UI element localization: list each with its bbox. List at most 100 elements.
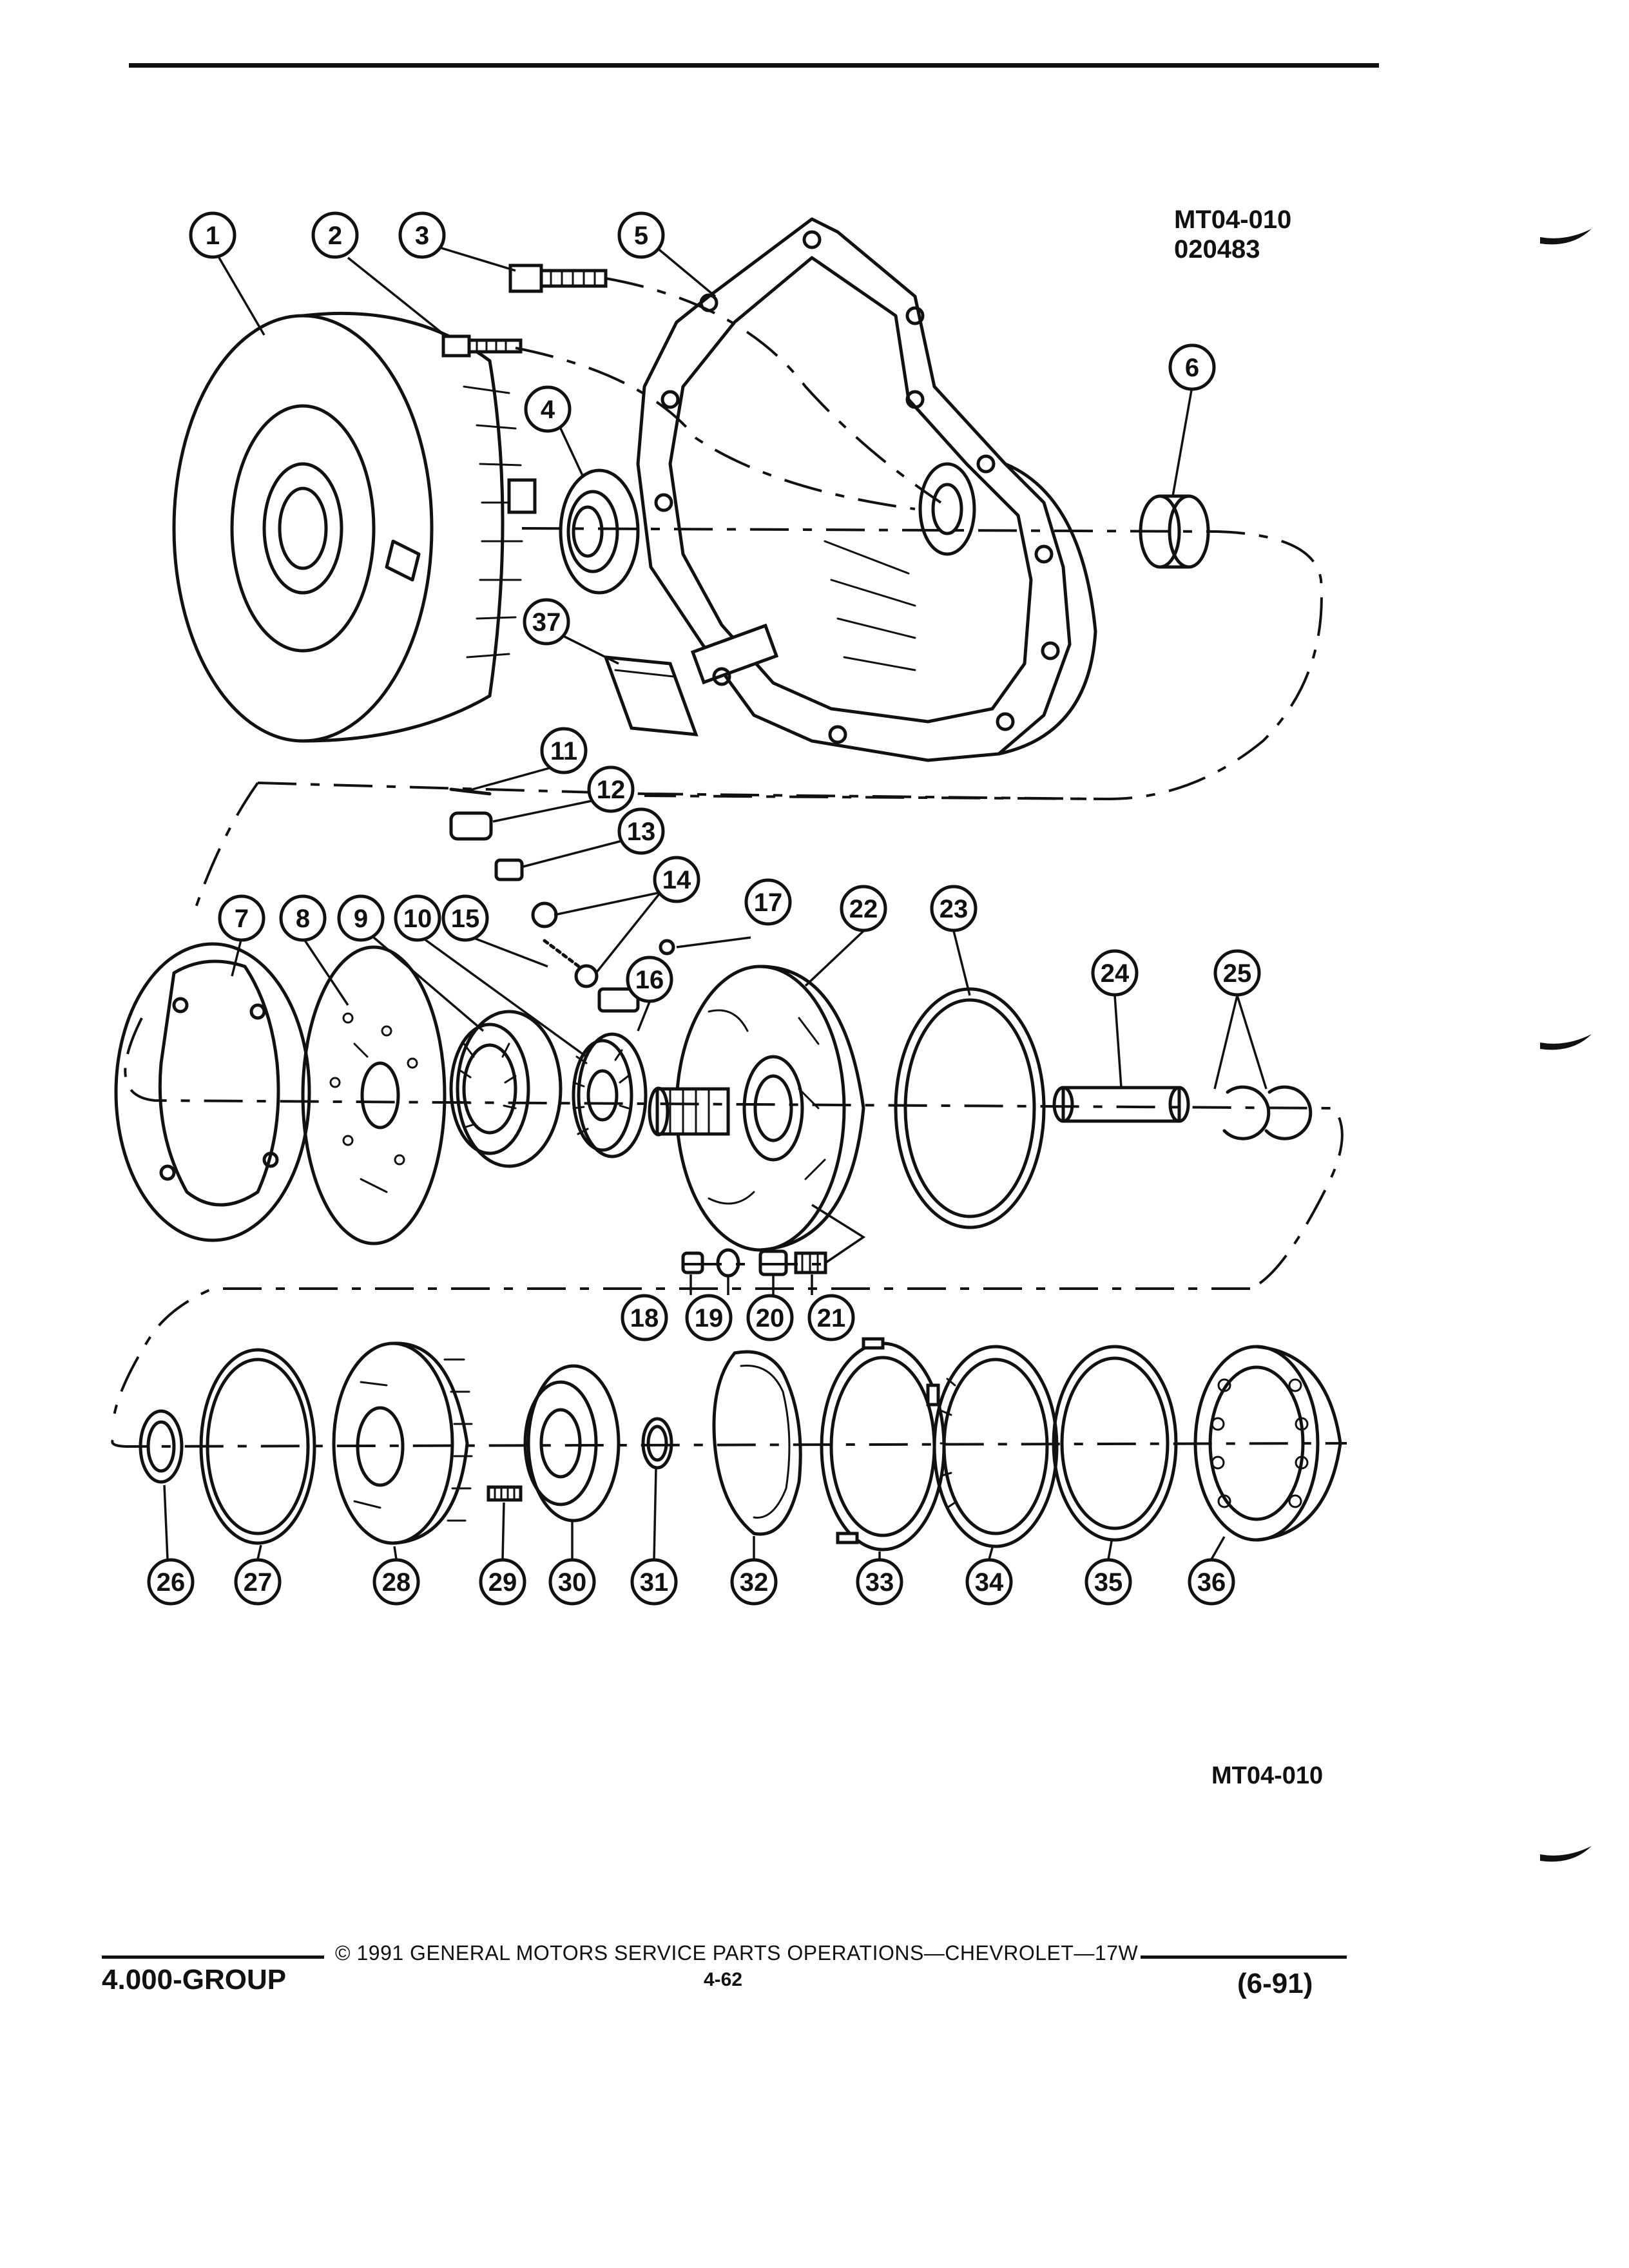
housing-bolt xyxy=(508,264,608,293)
callout-1: 1 xyxy=(189,211,236,259)
svg-text:31: 31 xyxy=(640,1568,669,1597)
callout-12: 12 xyxy=(587,765,635,813)
row1-centerline xyxy=(521,527,1323,801)
row3-centerline xyxy=(111,1439,1347,1448)
figure-date-code: 020483 xyxy=(1174,235,1260,264)
footer-revision-date: (6-91) xyxy=(1237,1968,1313,1999)
housing-plate xyxy=(603,655,699,736)
pump-gasket xyxy=(114,942,311,1242)
callout-11: 11 xyxy=(540,727,588,774)
retaining-ring-small xyxy=(641,1417,673,1470)
callout-4: 4 xyxy=(524,385,572,433)
callout-37: 37 xyxy=(523,598,570,646)
svg-text:7: 7 xyxy=(235,905,249,933)
svg-text:23: 23 xyxy=(940,895,969,923)
oil-rings xyxy=(1222,1085,1313,1140)
svg-text:15: 15 xyxy=(451,905,480,933)
svg-text:26: 26 xyxy=(157,1568,186,1597)
svg-text:35: 35 xyxy=(1094,1568,1123,1597)
clutch-drum xyxy=(332,1341,473,1545)
pump-inner-gear xyxy=(572,1032,648,1158)
callout-16: 16 xyxy=(626,956,673,1003)
top-rule xyxy=(129,63,1379,68)
svg-text:5: 5 xyxy=(634,222,648,250)
footer-copyright: © 1991 GENERAL MOTORS SERVICE PARTS OPER… xyxy=(335,1941,1139,1965)
clutch-piston xyxy=(523,1364,621,1523)
callout-2: 2 xyxy=(311,211,359,259)
callout-5: 5 xyxy=(617,211,665,259)
callout-36: 36 xyxy=(1188,1558,1235,1606)
converter-bolt xyxy=(441,334,523,358)
callout-6: 6 xyxy=(1168,343,1216,391)
svg-text:30: 30 xyxy=(558,1568,587,1597)
valve-parts-upper xyxy=(449,787,675,1013)
svg-text:17: 17 xyxy=(754,889,783,917)
svg-text:18: 18 xyxy=(630,1304,659,1332)
callout-25: 25 xyxy=(1213,949,1261,997)
callout-18: 18 xyxy=(621,1294,668,1341)
binding-mark-bottom xyxy=(1540,1846,1592,1862)
svg-text:33: 33 xyxy=(865,1568,894,1597)
figure-code-bottom: MT04-010 xyxy=(1211,1762,1324,1789)
callout-24: 24 xyxy=(1091,949,1139,997)
callout-29: 29 xyxy=(479,1558,526,1606)
footer-group-label: 4.000-GROUP xyxy=(102,1964,287,1995)
svg-text:14: 14 xyxy=(662,866,691,894)
callout-19: 19 xyxy=(685,1294,733,1341)
row3-top-dashline xyxy=(111,1263,1250,1425)
callout-27: 27 xyxy=(234,1558,282,1606)
svg-text:34: 34 xyxy=(975,1568,1004,1597)
pump-outer-gear xyxy=(449,1010,563,1168)
binding-mark-top xyxy=(1540,229,1592,245)
pump-plate xyxy=(301,945,447,1245)
svg-text:16: 16 xyxy=(635,966,664,994)
callout-32: 32 xyxy=(730,1558,778,1606)
svg-text:27: 27 xyxy=(244,1568,273,1597)
pump-seal-ring xyxy=(894,987,1046,1229)
svg-text:20: 20 xyxy=(756,1304,785,1332)
pump-body xyxy=(648,965,865,1252)
friction-plate xyxy=(932,1345,1059,1548)
svg-text:2: 2 xyxy=(328,222,342,250)
figure-code-block: MT04-010 020483 xyxy=(1174,205,1291,264)
transmission-housing xyxy=(636,217,1097,762)
callout-15: 15 xyxy=(441,894,489,942)
svg-text:32: 32 xyxy=(740,1568,769,1597)
callout-33: 33 xyxy=(856,1558,903,1606)
stator-shaft-tube xyxy=(1052,1086,1190,1123)
footer-rule-right xyxy=(1141,1956,1347,1959)
svg-text:22: 22 xyxy=(849,895,878,923)
svg-text:21: 21 xyxy=(817,1304,846,1332)
callout-10: 10 xyxy=(394,894,441,942)
svg-text:1: 1 xyxy=(206,222,220,250)
callout-22: 22 xyxy=(840,885,887,932)
svg-text:3: 3 xyxy=(415,222,429,250)
svg-text:29: 29 xyxy=(488,1568,517,1597)
front-seal xyxy=(559,468,640,595)
callout-20: 20 xyxy=(746,1294,794,1341)
callout-7: 7 xyxy=(218,894,265,942)
svg-text:37: 37 xyxy=(532,608,561,637)
callout-21: 21 xyxy=(807,1294,855,1341)
svg-text:10: 10 xyxy=(403,905,432,933)
callout-26: 26 xyxy=(147,1558,195,1606)
svg-text:9: 9 xyxy=(354,905,368,933)
svg-text:6: 6 xyxy=(1185,354,1199,382)
svg-text:28: 28 xyxy=(382,1568,411,1597)
svg-text:11: 11 xyxy=(550,737,577,765)
callout-8: 8 xyxy=(279,894,327,942)
callout-9: 9 xyxy=(337,894,385,942)
callout-23: 23 xyxy=(930,885,978,932)
leader-lines xyxy=(163,247,1268,1560)
footer-page-number: 4-62 xyxy=(704,1969,743,1990)
clutch-spring xyxy=(487,1485,523,1502)
svg-text:12: 12 xyxy=(597,776,626,804)
callout-14: 14 xyxy=(653,856,700,903)
callout-35: 35 xyxy=(1084,1558,1132,1606)
bolt-dashline xyxy=(515,277,942,510)
figure-code: MT04-010 xyxy=(1174,206,1292,234)
callout-34: 34 xyxy=(965,1558,1013,1606)
svg-text:19: 19 xyxy=(695,1304,724,1332)
svg-text:25: 25 xyxy=(1223,959,1252,988)
